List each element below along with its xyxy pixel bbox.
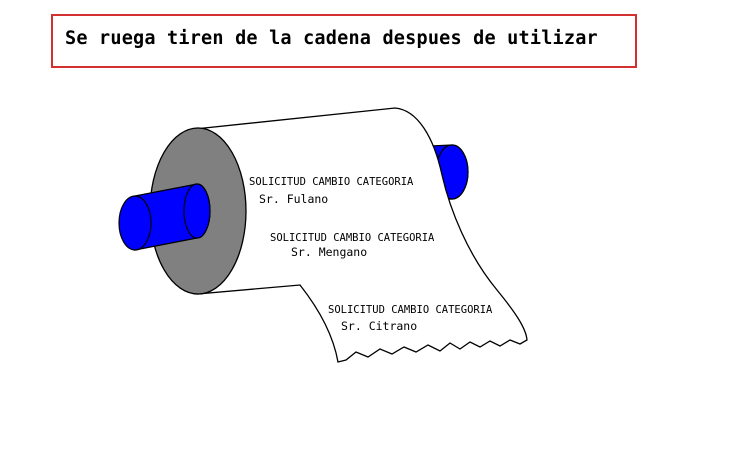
- sheet-1-name: Sr. Fulano: [259, 192, 328, 206]
- notice-banner: Se ruega tiren de la cadena despues de u…: [51, 14, 637, 68]
- sheet-3-title: SOLICITUD CAMBIO CATEGORIA: [328, 304, 493, 316]
- paper-sheet: [194, 107, 528, 363]
- sheet-2-name: Sr. Mengano: [291, 245, 367, 259]
- sheet-2-title: SOLICITUD CAMBIO CATEGORIA: [270, 232, 435, 244]
- sheet-1-title: SOLICITUD CAMBIO CATEGORIA: [249, 176, 414, 188]
- sheet-3-name: Sr. Citrano: [341, 319, 417, 333]
- left-core: [118, 183, 211, 251]
- notice-text: Se ruega tiren de la cadena despues de u…: [65, 28, 598, 49]
